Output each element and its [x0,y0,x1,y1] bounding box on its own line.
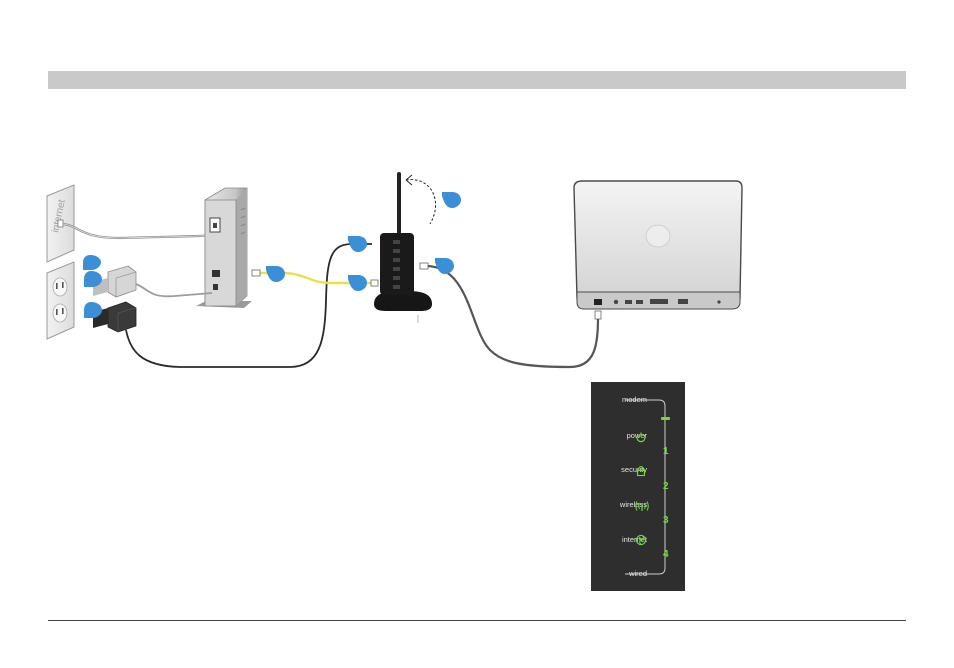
wireless-icon [635,500,649,512]
modem-power-cable [136,284,212,296]
step-marker [348,275,367,291]
power-icon [635,431,647,443]
led-label-modem: modem [622,396,647,404]
antenna-raise-arrow [406,180,436,224]
router-antenna [397,172,401,234]
laptop [574,181,742,309]
router [374,172,432,323]
led-panel-lines [591,382,685,591]
port-number-4: 4 [663,550,669,560]
wall-power-outlet [47,262,74,339]
router-to-laptop-cable [426,266,598,367]
step-marker [435,258,454,274]
step-marker [266,266,285,282]
step-marker [442,192,461,208]
wall-internet-jack: internet [47,185,74,262]
modem [196,188,252,308]
footer-rule [48,620,906,621]
port-number-1: 1 [663,447,669,457]
globe-icon [635,534,647,546]
port-number-3: 3 [663,516,669,526]
port-number-2: 2 [663,482,669,492]
lock-icon [635,465,647,477]
step-marker [83,255,101,270]
step-marker [348,236,367,252]
router-power-cable [126,244,372,367]
led-label-wired: wired [629,570,647,578]
led-status-panel: modem power security wireless internet w… [591,382,685,591]
